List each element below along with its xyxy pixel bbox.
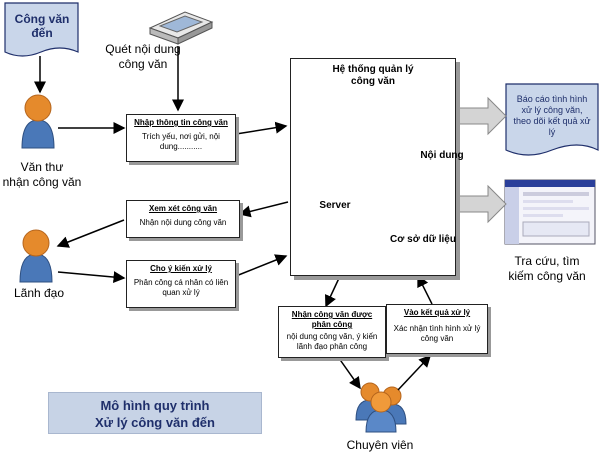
server-label: Server <box>319 200 351 211</box>
opinion-desc: Phân công cá nhân có liên quan xử lý <box>127 274 235 298</box>
opinion-desc-line2: quan xử lý <box>162 288 200 297</box>
database-label: Cơ sở dữ liệu <box>390 234 456 245</box>
block-arrow-search <box>455 184 507 224</box>
arrow-system-to-receive <box>325 275 341 308</box>
receive-title: Nhận công văn được phân công <box>279 307 385 330</box>
arrow-opinion-to-system <box>235 254 288 277</box>
result-title: Vào kết quả xử lý <box>403 308 471 317</box>
report-line1: Báo cáo tình hình <box>516 94 588 104</box>
system-title: Hệ thống quản lý công văn <box>291 59 455 88</box>
search-caption-line2: kiếm công văn <box>508 269 586 283</box>
report-line4: lý <box>548 127 556 137</box>
input-info-desc-line1: Trích yếu, nơi gửi, nội <box>142 132 220 141</box>
report-doc-shape <box>505 83 599 156</box>
system-box: Hệ thống quản lý công văn <box>290 58 456 276</box>
arrow-leader-to-opinion <box>57 271 126 284</box>
report-line3: theo dõi kết quả xử <box>513 116 591 126</box>
model-title-line1: Mô hình quy trình <box>100 398 210 413</box>
result-box: Vào kết quả xử lý Xác nhận tình hình xử … <box>386 304 488 354</box>
model-title-line2: Xử lý công văn đến <box>95 415 215 430</box>
arrow-input-to-system <box>235 121 288 135</box>
input-info-box: Nhập thông tin công văn Trích yếu, nơi g… <box>126 114 236 162</box>
result-desc-line2: công văn <box>420 334 454 343</box>
input-info-title: Nhập thông tin công văn <box>134 118 228 127</box>
system-title-line1: Hệ thống quản lý <box>332 64 414 75</box>
scan-caption-line2: công văn <box>118 57 168 71</box>
block-arrow-report <box>455 96 507 136</box>
opinion-desc-line1: Phân công cá nhân có liên <box>133 278 229 287</box>
search-screen-thumbnail <box>504 179 596 245</box>
arrow-result-to-system <box>417 274 433 305</box>
clerk-person-icon <box>21 94 55 149</box>
opinion-title: Cho ý kiến xử lý <box>150 264 212 273</box>
leader-person-icon <box>19 229 53 283</box>
incoming-doc-label: Công văn đến <box>8 12 76 40</box>
clerk-caption-line1: Văn thư <box>20 160 64 174</box>
search-caption-line1: Tra cứu, tìm <box>514 254 580 268</box>
report-line2: xử lý công văn, <box>521 105 583 115</box>
arrow-review-to-leader <box>56 219 125 248</box>
arrow-receive-to-specialist <box>335 353 361 390</box>
receive-title-line1: Nhận công văn được <box>291 310 373 319</box>
receive-title-line2: phân công <box>311 320 353 329</box>
specialist-group-icon <box>355 382 407 433</box>
leader-caption: Lãnh đạo <box>4 286 74 301</box>
incoming-doc-text: Công văn đến <box>14 12 70 40</box>
specialist-caption: Chuyên viên <box>336 438 424 453</box>
result-desc-line1: Xác nhận tình hình xử lý <box>393 324 481 333</box>
scan-caption-line1: Quét nội dung <box>105 42 181 56</box>
receive-desc-line1: nội dung công văn, ý kiến <box>286 332 378 341</box>
input-info-desc: Trích yếu, nơi gửi, nội dung........... <box>127 128 235 152</box>
search-caption: Tra cứu, tìm kiếm công văn <box>494 254 600 284</box>
report-label: Báo cáo tình hình xử lý công văn, theo d… <box>508 94 596 138</box>
model-title-box: Mô hình quy trình Xử lý công văn đến <box>48 392 262 434</box>
clerk-caption-line2: nhận công văn <box>2 175 82 189</box>
specialist-caption-text: Chuyên viên <box>346 438 414 452</box>
clerk-caption: Văn thư nhận công văn <box>0 160 84 190</box>
scanner-icon <box>148 11 214 45</box>
result-desc: Xác nhận tình hình xử lý công văn <box>387 318 487 344</box>
receive-assignment-box: Nhận công văn được phân công nội dung cô… <box>278 306 386 358</box>
incoming-doc-shape <box>4 2 79 57</box>
leader-caption-text: Lãnh đạo <box>13 286 65 300</box>
scan-caption: Quét nội dung công văn <box>88 42 198 72</box>
opinion-box: Cho ý kiến xử lý Phân công cá nhân có li… <box>126 260 236 308</box>
receive-desc-line2: lãnh đạo phân công <box>296 342 368 351</box>
review-box: Xem xét công văn Nhận nội dung công văn <box>126 200 240 238</box>
review-desc: Nhận nội dung công văn <box>139 218 227 227</box>
receive-desc: nội dung công văn, ý kiến lãnh đạo phân … <box>279 330 385 352</box>
system-title-line2: công văn <box>351 76 395 87</box>
arrow-specialist-to-result <box>397 354 432 391</box>
input-info-desc-line2: dung........... <box>159 142 203 151</box>
arrow-system-to-review <box>238 201 289 218</box>
content-label: Nội dung <box>420 150 464 161</box>
review-title: Xem xét công văn <box>148 204 218 213</box>
